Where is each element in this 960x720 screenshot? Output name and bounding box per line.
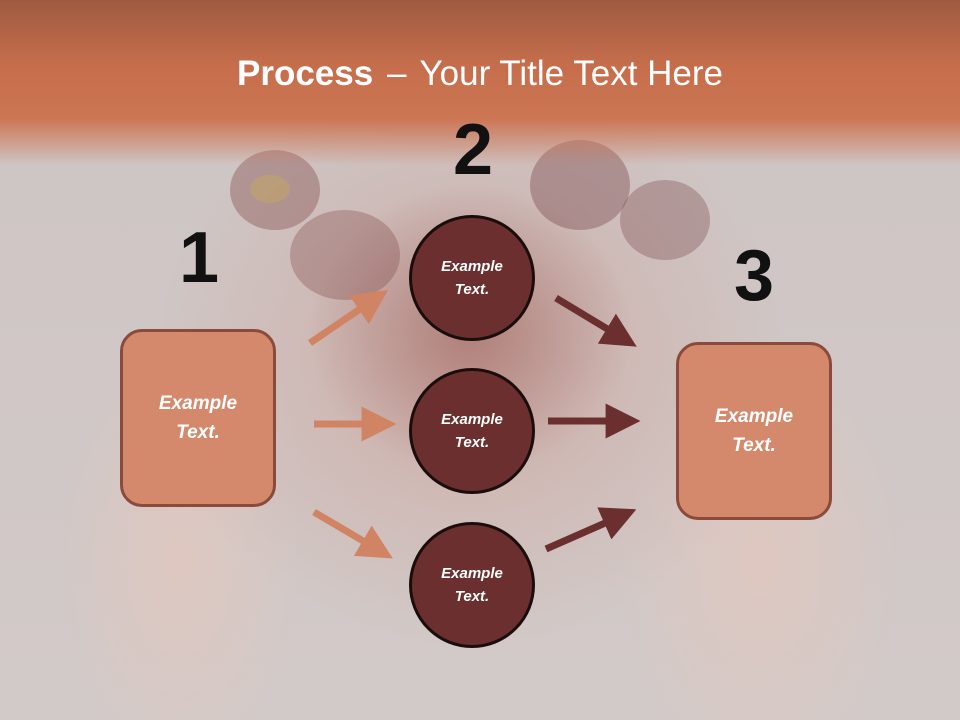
step-number-3: 3 [733,236,775,316]
title-bold: Process [236,54,374,93]
title-rest: Your Title Text Here [419,54,724,93]
arrow-from-circle-top [554,295,637,347]
circle-bottom: Example Text. [409,522,535,648]
step-box-3: Example Text. [676,342,832,520]
step-box-1: Example Text. [120,329,276,507]
step-number-1: 1 [178,218,220,298]
slide-title: Process – Your Title Text Here [0,52,960,96]
arrow-to-circle-bottom [312,508,393,559]
step-box-3-text: Example Text. [714,406,794,456]
circle-top: Example Text. [409,215,535,341]
step-box-1-text: Example Text. [158,393,238,443]
circle-middle-text: Example Text. [441,411,503,451]
step-number-2: 2 [452,110,494,190]
circle-bottom-text: Example Text. [441,565,503,605]
title-dash: – [386,54,407,93]
circle-top-text: Example Text. [441,258,503,298]
arrow-to-circle-top [308,290,389,346]
arrow-from-circle-bottom [544,507,637,553]
circle-middle: Example Text. [409,368,535,494]
title-band [0,0,960,165]
